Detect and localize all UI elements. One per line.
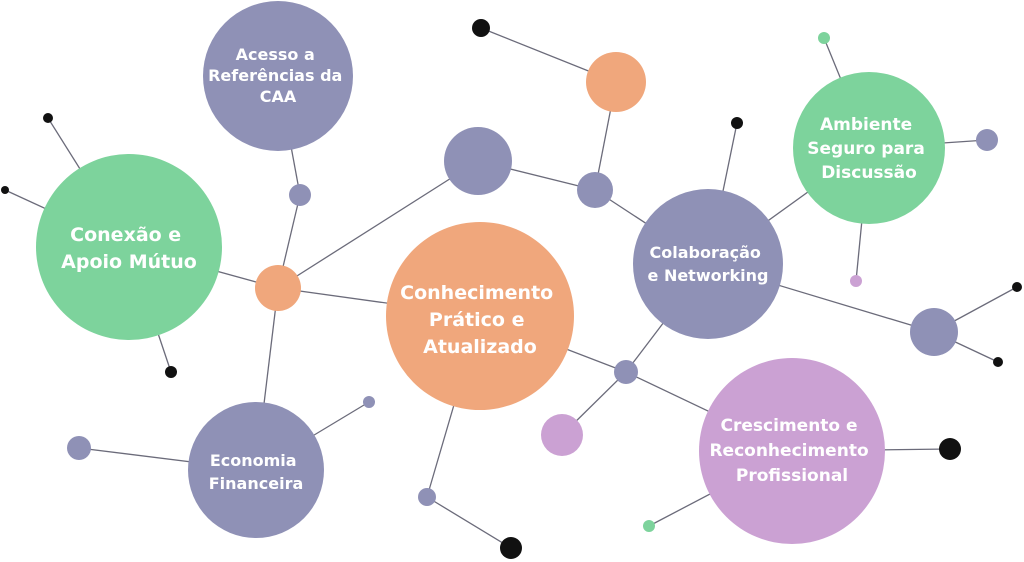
conhecimento-label-line-1: Conhecimento [400, 282, 553, 304]
ambiente-label-line-1: Ambiente [820, 115, 912, 135]
left-purple-dot [67, 436, 91, 460]
conexao-label-line-2: Apoio Mútuo [61, 251, 197, 273]
mid-purple-dot [577, 172, 613, 208]
dark-dot-4 [472, 19, 490, 37]
small-purple-dot-3 [418, 488, 436, 506]
acesso-label-line-3: CAA [260, 87, 297, 106]
svg-text:Acesso a Referências da: Acesso a Referências da CAA [208, 45, 348, 106]
topic-bubble-economia [188, 402, 324, 538]
topic-node-crescimento: Crescimento e Reconhecimento Profissiona… [699, 358, 885, 544]
right-purple-dot [910, 308, 958, 356]
economia-label-line-2: Financeira [209, 474, 304, 493]
small-purple-dot [289, 184, 311, 206]
small-purple-dot-2 [363, 396, 375, 408]
topic-node-conexao: Conexão e Apoio Mútuo [36, 154, 222, 340]
topic-bubble-conhecimento [386, 222, 574, 410]
green-dot-2 [643, 520, 655, 532]
conhecimento-label-line-2: Prático e [429, 309, 525, 331]
crescimento-label-line-3: Profissional [736, 466, 848, 486]
svg-text:Ambiente Seguro para: Ambiente Seguro para Discussão [807, 115, 930, 183]
ambiente-label-line-3: Discussão [821, 163, 917, 183]
small-lilac-dot [850, 275, 862, 287]
svg-text:Colaboração e Networking: Colaboração e Networking [648, 243, 769, 285]
topic-node-colaboracao: Colaboração e Networking [633, 189, 783, 339]
svg-text:Crescimento e Reconhecim: Crescimento e Reconhecimento Profissiona… [709, 416, 874, 486]
crescimento-label-line-1: Crescimento e [721, 416, 858, 436]
dark-dot-9 [500, 537, 522, 559]
acesso-label-line-1: Acesso a [236, 45, 315, 64]
hub-purple-dot [444, 127, 512, 195]
top-orange-dot [586, 52, 646, 112]
connector-dots [1, 19, 1022, 559]
crescimento-label-line-2: Reconhecimento [709, 441, 868, 461]
acesso-label-line-2: Referências da [208, 66, 342, 85]
ambiente-label-line-2: Seguro para [807, 139, 925, 159]
conhecimento-label-line-3: Atualizado [423, 336, 537, 358]
far-right-purple-dot [976, 129, 998, 151]
dark-dot-5 [731, 117, 743, 129]
topic-node-economia: Economia Financeira [188, 402, 324, 538]
dark-dot-8 [939, 438, 961, 460]
svg-text:Conexão e Apoio Mútuo: Conexão e Apoio Mútuo [61, 224, 197, 273]
dark-dot-2 [1, 186, 9, 194]
colaboracao-label-line-2: e Networking [648, 266, 769, 285]
topic-node-conhecimento: Conhecimento Prático e Atualizado [386, 222, 574, 410]
dark-dot-6 [1012, 282, 1022, 292]
svg-text:Economia Financeira: Economia Financeira [209, 451, 304, 493]
hub-orange-dot [255, 265, 301, 311]
connection-line-31 [426, 496, 512, 549]
topic-bubble-ambiente [793, 72, 945, 224]
connection-line-6 [277, 160, 479, 289]
topic-node-ambiente: Ambiente Seguro para Discussão [793, 72, 945, 224]
topic-node-acesso: Acesso a Referências da CAA [203, 1, 353, 151]
dark-dot-3 [165, 366, 177, 378]
dark-dot-7 [993, 357, 1003, 367]
topic-bubble-conexao [36, 154, 222, 340]
topic-bubble-crescimento [699, 358, 885, 544]
colaboracao-label-line-1: Colaboração [650, 243, 761, 262]
green-dot-1 [818, 32, 830, 44]
economia-label-line-1: Economia [210, 451, 297, 470]
conexao-label-line-1: Conexão e [70, 224, 181, 246]
svg-text:Conhecimento Prático e: Conhecimento Prático e Atualizado [400, 282, 560, 358]
mid-purple-dot-2 [614, 360, 638, 384]
dark-dot-1 [43, 113, 53, 123]
topic-bubble-colaboracao [633, 189, 783, 339]
topic-bubble-acesso [203, 1, 353, 151]
lilac-dot [541, 414, 583, 456]
